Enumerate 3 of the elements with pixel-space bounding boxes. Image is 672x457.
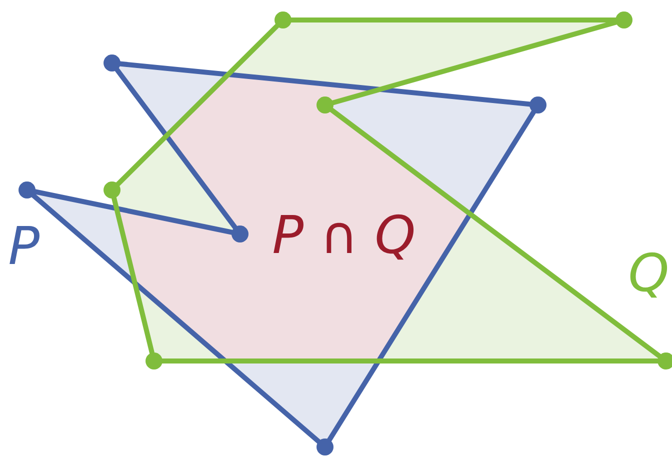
math-label: Q bbox=[630, 252, 668, 298]
math-label: P bbox=[10, 226, 40, 264]
math-label: P ∩ Q bbox=[274, 214, 414, 260]
